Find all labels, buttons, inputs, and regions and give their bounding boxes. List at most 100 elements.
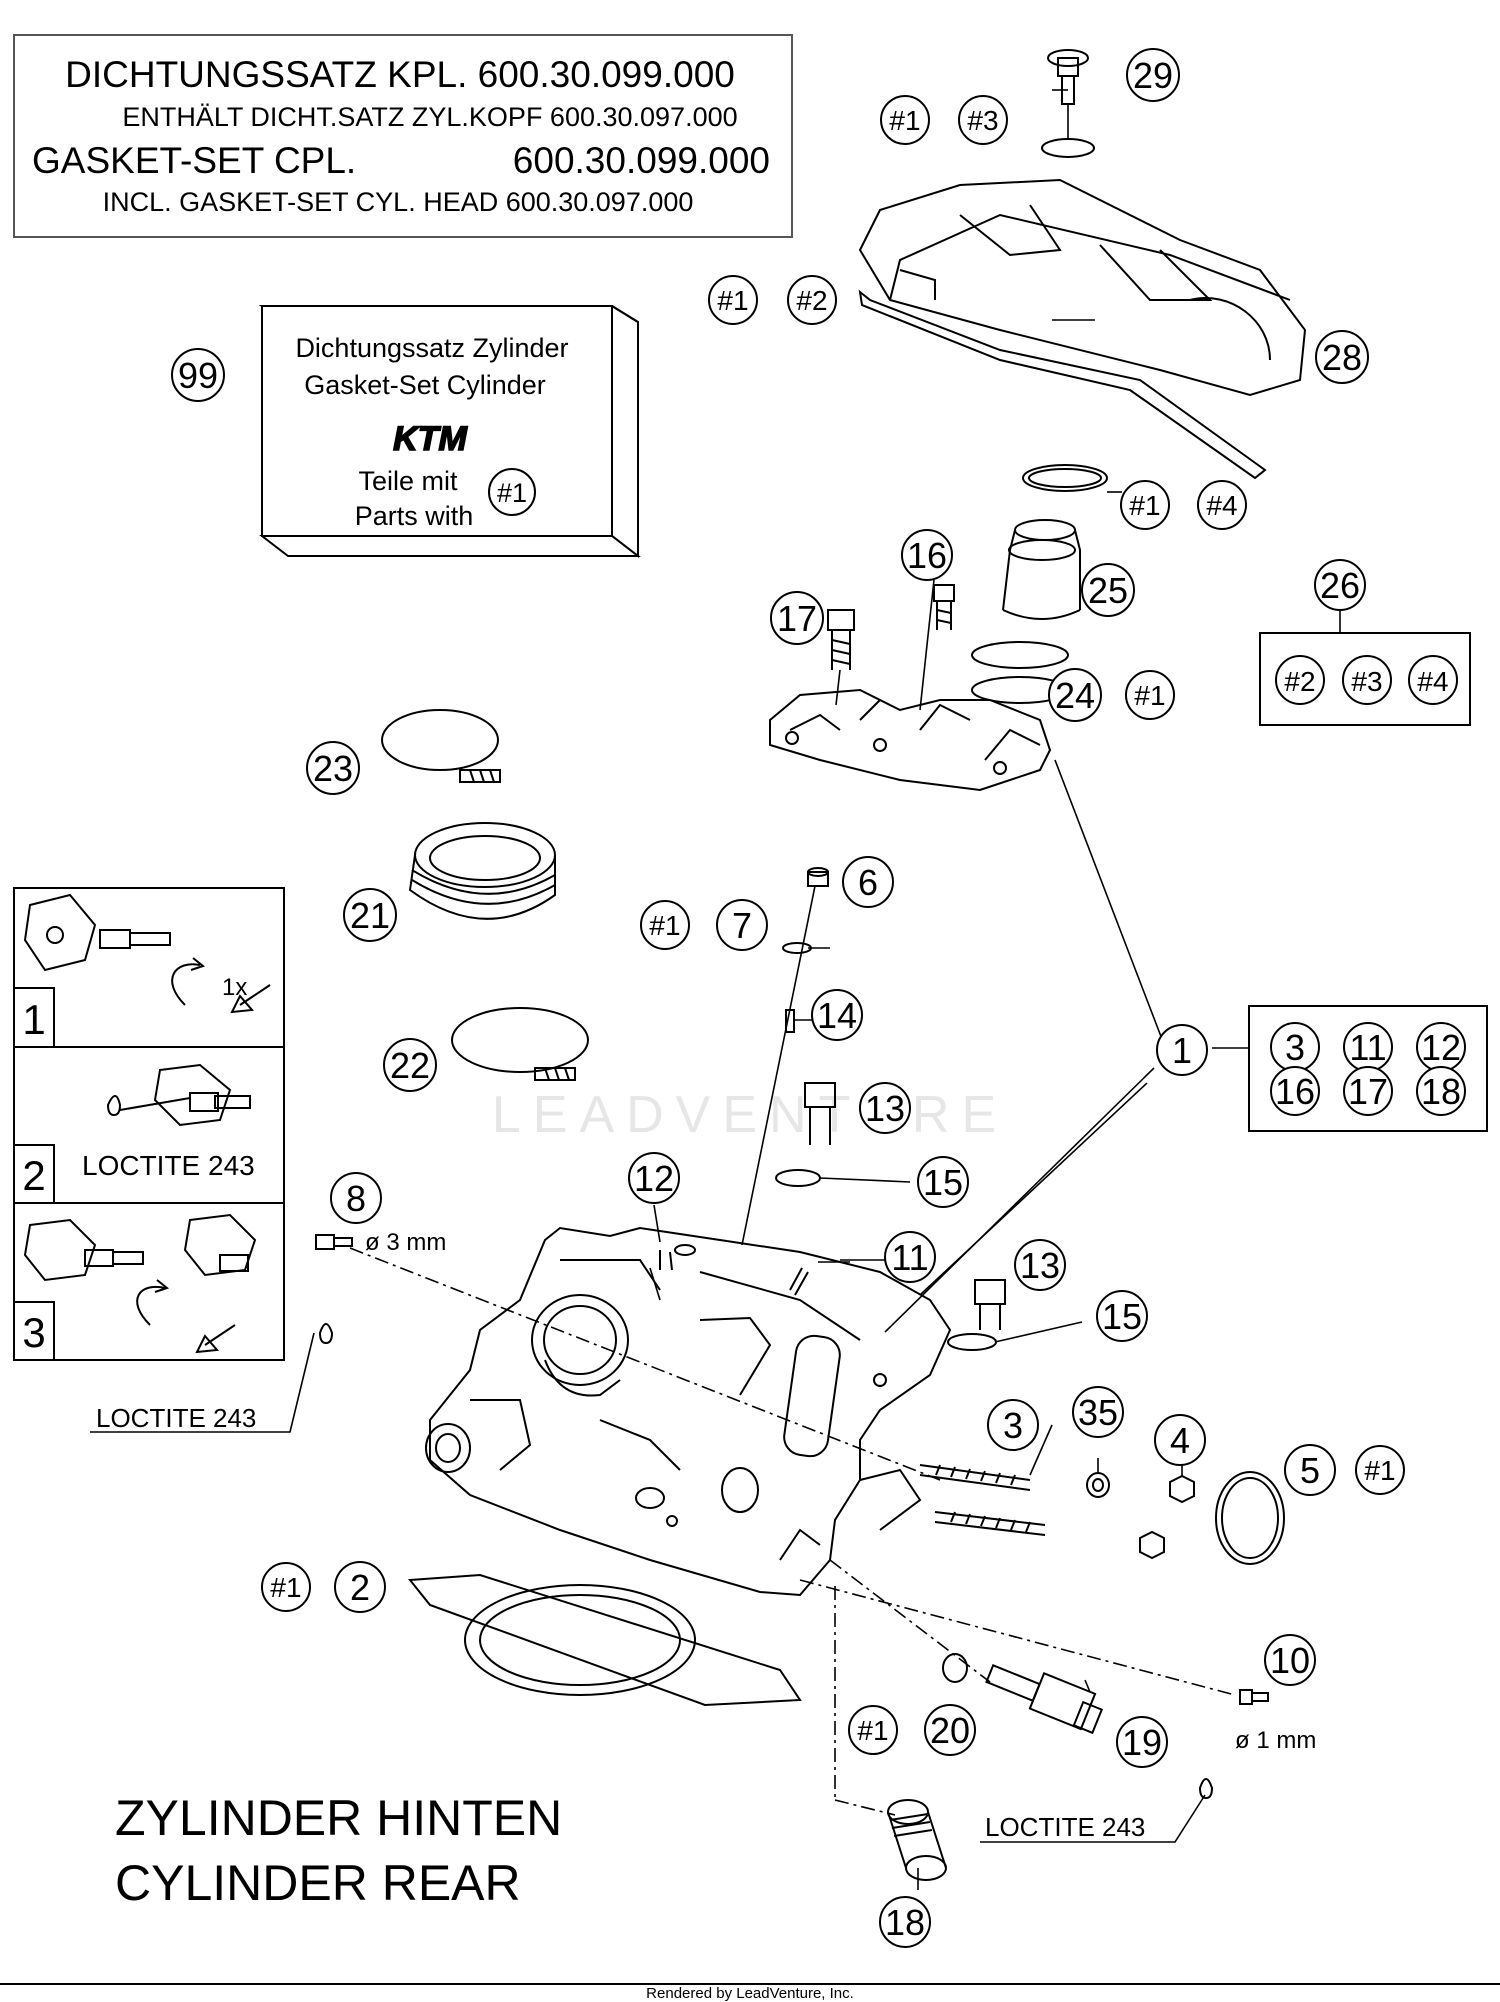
svg-text:17: 17 [777,598,817,639]
kit-ref: #1 [497,478,527,508]
group26-ref-3: #4 [1417,666,1448,697]
svg-text:18: 18 [885,1902,925,1943]
part-23-clamp [381,709,501,783]
svg-text:#1: #1 [1134,680,1165,711]
svg-text:8: 8 [346,1178,366,1219]
svg-text:#1: #1 [649,910,680,941]
footer-credit: Rendered by LeadVenture, Inc. [0,1983,1500,2002]
callout-8: 8 [330,1172,382,1224]
callout-18: 18 [879,1896,931,1948]
group1-ref-5: 17 [1348,1071,1388,1112]
callout-2: 2 [334,1561,386,1613]
svg-text:4: 4 [1170,1420,1190,1461]
svg-text:29: 29 [1133,55,1173,96]
callout-5: 5 [1284,1444,1336,1496]
callout-15a: 15 [917,1156,969,1208]
header-line-2: ENTHÄLT DICHT.SATZ ZYL.KOPF 600.30.097.0… [122,102,737,132]
svg-text:22: 22 [390,1045,430,1086]
callout-ref-1b: #1 [708,275,758,325]
leader-lines [90,89,1236,1890]
part-15-washer-a [775,1169,821,1187]
group26-ref-1: #2 [1284,666,1315,697]
callout-ref-1c: #1 [1120,480,1170,530]
callout-99: 99 [171,348,225,402]
part-4-nut-b [1139,1530,1165,1560]
svg-text:99: 99 [178,355,218,396]
svg-text:#1: #1 [857,1715,888,1746]
part-6-cap [807,867,829,887]
svg-text:#1: #1 [889,105,920,136]
part-17-bolt [827,609,855,670]
part-20-seal [942,1653,968,1683]
svg-text:7: 7 [732,905,752,946]
header-line-1: DICHTUNGSSATZ KPL. 600.30.099.000 [65,54,735,95]
group1-ref-2: 11 [1349,1027,1386,1068]
part-ring-4 [1022,464,1108,492]
svg-text:#3: #3 [967,105,998,136]
part-13-bolt-a [804,1082,836,1145]
callout-ref-1h: #1 [848,1705,898,1755]
callout-24: 24 [1048,668,1102,722]
svg-text:15: 15 [923,1162,963,1203]
kit-line-4: Parts with [355,501,474,531]
gasket-kit-box: Dichtungssatz Zylinder Gasket-Set Cylind… [258,305,641,559]
group1-ref-6: 18 [1421,1071,1461,1112]
part-1-camshaft-carrier [769,688,1052,792]
group-1-box: 3 11 12 16 17 18 [1212,1005,1488,1132]
svg-text:21: 21 [350,895,390,936]
diameter-1mm-note: ø 1 mm [1235,1727,1316,1754]
svg-text:6: 6 [858,862,878,903]
svg-text:16: 16 [907,535,947,576]
svg-text:14: 14 [817,995,857,1036]
svg-text:#4: #4 [1206,490,1237,521]
callout-13b: 13 [1014,1239,1066,1291]
parts-illustrations [315,49,1307,1881]
part-16-bolt [933,584,955,630]
step-2-illustration [106,1063,251,1127]
step-1-note: 1x [222,974,247,1001]
header-line-3-left: GASKET-SET CPL. [32,140,356,181]
part-21-intake-boot [408,822,556,920]
step-1-number: 1 [22,996,45,1043]
part-22-clamp [451,1007,589,1081]
cylinder-head [425,1226,952,1597]
svg-text:1: 1 [1172,1030,1192,1071]
callout-29: 29 [1126,48,1180,102]
callout-21: 21 [343,888,397,942]
callout-10: 10 [1264,1634,1316,1686]
callout-7: 7 [716,899,768,951]
svg-text:24: 24 [1055,675,1095,716]
callout-17: 17 [770,591,824,645]
diameter-3mm-note: ø 3 mm [365,1229,446,1256]
svg-text:5: 5 [1300,1450,1320,1491]
callout-13a: 13 [859,1082,911,1134]
part-29-screw [1041,49,1095,158]
part-18-plug [887,1799,947,1881]
part-24-oring [971,641,1069,669]
assembly-steps-box: 1 2 3 1x LOCTITE 243 [13,887,285,1361]
callout-3: 3 [987,1399,1039,1451]
part-25-sleeve [1002,519,1081,620]
callout-ref-1f: #1 [1355,1445,1405,1495]
group1-ref-4: 16 [1275,1071,1315,1112]
part-3-studs [919,1464,1046,1536]
svg-text:35: 35 [1078,1392,1118,1433]
svg-text:13: 13 [1020,1245,1060,1286]
callout-ref-1a: #1 [880,95,930,145]
callout-28: 28 [1315,330,1369,384]
callout-19: 19 [1116,1716,1168,1768]
diagram-title-line-2: CYLINDER REAR [115,1855,521,1911]
svg-text:2: 2 [350,1567,370,1608]
svg-text:13: 13 [865,1088,905,1129]
kit-line-2: Gasket-Set Cylinder [304,370,546,400]
callout-15b: 15 [1096,1290,1148,1342]
part-15-washer-b [947,1333,997,1351]
callout-25: 25 [1081,563,1135,617]
callout-26: 26 [1314,559,1366,611]
svg-text:28: 28 [1322,337,1362,378]
group26-ref-2: #3 [1351,666,1382,697]
group1-ref-1: 3 [1285,1027,1305,1068]
callout-22: 22 [383,1038,437,1092]
step-3-illustration [23,1213,257,1354]
